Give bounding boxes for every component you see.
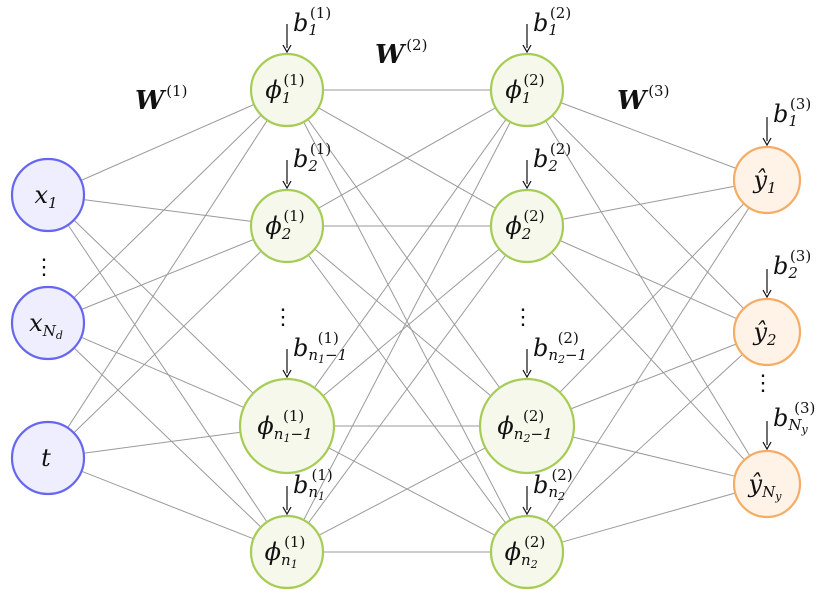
node-label-output-2: ŷNy bbox=[748, 470, 783, 504]
node-label-hidden2-0: ϕ1(2) bbox=[505, 71, 544, 107]
bias-label-hidden1-3: bn1(1) bbox=[293, 466, 333, 503]
node-output-1 bbox=[732, 297, 802, 367]
node-output-0 bbox=[732, 145, 802, 215]
node-hidden1-0 bbox=[249, 52, 325, 128]
bias-label-hidden2-2: bn2−1(2) bbox=[533, 329, 587, 366]
edge-hidden2-2-to-output-2 bbox=[572, 436, 736, 477]
node-output-2 bbox=[732, 449, 802, 519]
edge-input-0-to-hidden1-1 bbox=[83, 199, 252, 222]
node-label-hidden2-2: ϕn2−1(2) bbox=[497, 407, 552, 445]
node-input-0 bbox=[10, 157, 86, 233]
ellipsis-3: ⋮ bbox=[752, 371, 774, 396]
weight-label-2: W(2) bbox=[375, 36, 427, 70]
node-hidden2-3 bbox=[489, 514, 565, 590]
edge-hidden2-3-to-output-2 bbox=[561, 492, 736, 543]
edge-input-1-to-hidden1-3 bbox=[73, 347, 262, 528]
edge-input-1-to-hidden1-2 bbox=[80, 336, 244, 408]
bias-arrowhead-hidden2-0 bbox=[522, 44, 532, 54]
edge-hidden2-3-to-output-1 bbox=[553, 353, 744, 529]
node-label-output-1: ŷ2 bbox=[752, 318, 776, 350]
edge-hidden2-3-to-output-0 bbox=[546, 207, 750, 522]
node-hidden1-1 bbox=[249, 188, 325, 264]
edge-hidden1-3-to-hidden2-1 bbox=[307, 254, 507, 524]
ellipsis-0: ⋮ bbox=[33, 255, 55, 280]
edge-hidden1-2-to-hidden2-1 bbox=[322, 248, 500, 397]
bias-arrowhead-hidden2-1 bbox=[522, 180, 532, 190]
node-hidden1-2 bbox=[238, 377, 336, 475]
edge-input-2-to-hidden1-2 bbox=[83, 431, 241, 454]
node-label-input-2: t bbox=[41, 444, 51, 472]
edge-hidden2-1-to-output-0 bbox=[562, 185, 735, 220]
node-input-2 bbox=[10, 420, 86, 496]
bias-arrowhead-hidden1-2 bbox=[282, 369, 292, 379]
edge-hidden1-2-to-hidden2-3 bbox=[328, 447, 496, 536]
bias-arrowhead-hidden1-1 bbox=[282, 180, 292, 190]
edge-input-2-to-hidden1-1 bbox=[73, 250, 262, 434]
edge-input-0-to-hidden1-3 bbox=[67, 224, 268, 523]
bias-arrowhead-hidden1-0 bbox=[282, 44, 292, 54]
edge-hidden2-1-to-output-2 bbox=[551, 252, 745, 461]
node-labels: x1 xNd t ϕ1(1) ϕ2(1) ϕn1−1(1) ϕn1(1) ϕ1(2) ϕ2(2)… bbox=[29, 71, 782, 571]
edge-hidden1-1-to-hidden2-2 bbox=[314, 248, 492, 397]
bias-label-hidden1-0: b1(1) bbox=[293, 4, 331, 39]
connection-edges bbox=[67, 89, 751, 553]
edge-input-0-to-hidden1-2 bbox=[73, 219, 254, 394]
bias-arrowhead-hidden1-3 bbox=[282, 506, 292, 516]
bias-arrowhead-output-0 bbox=[762, 137, 772, 147]
network-nodes bbox=[10, 52, 802, 590]
bias-arrowhead-output-2 bbox=[762, 441, 772, 451]
ellipsis-2: ⋮ bbox=[512, 305, 534, 330]
edge-input-2-to-hidden1-3 bbox=[81, 470, 254, 540]
node-label-hidden1-1: ϕ2(1) bbox=[265, 207, 304, 243]
bias-label-output-1: b2(3) bbox=[773, 247, 811, 282]
edge-hidden2-0-to-output-1 bbox=[551, 115, 745, 309]
node-hidden1-3 bbox=[249, 514, 325, 590]
weight-label-1: W(1) bbox=[135, 82, 187, 116]
edge-hidden1-0-to-hidden2-2 bbox=[307, 119, 501, 389]
edge-input-1-to-hidden1-0 bbox=[73, 114, 262, 299]
node-label-hidden1-3: ϕn1(1) bbox=[265, 533, 306, 571]
node-label-hidden1-2: ϕn1−1(1) bbox=[257, 407, 312, 445]
ellipsis-1: ⋮ bbox=[272, 305, 294, 330]
edge-hidden2-2-to-output-1 bbox=[570, 343, 737, 410]
bias-arrowhead-hidden2-2 bbox=[522, 369, 532, 379]
edge-hidden1-2-to-hidden2-0 bbox=[313, 119, 507, 389]
node-label-output-0: ŷ1 bbox=[752, 166, 776, 198]
bias-arrowhead-output-1 bbox=[762, 289, 772, 299]
edge-hidden1-1-to-hidden2-0 bbox=[318, 107, 496, 209]
node-input-1 bbox=[10, 285, 86, 361]
node-label-input-0: x1 bbox=[34, 181, 57, 213]
node-label-hidden1-0: ϕ1(1) bbox=[265, 71, 304, 107]
annotations: b1(1) b2(1) bn1−1(1) bn1(1) b1(2) b2(2) bn2−1(… bbox=[33, 4, 815, 516]
node-hidden2-2 bbox=[478, 377, 576, 475]
bias-label-hidden2-1: b2(2) bbox=[533, 140, 571, 175]
node-hidden2-0 bbox=[489, 52, 565, 128]
node-label-hidden2-3: ϕn2(2) bbox=[505, 533, 546, 571]
weight-label-3: W(3) bbox=[617, 82, 669, 116]
edge-input-0-to-hidden1-0 bbox=[80, 104, 255, 181]
bias-arrowhead-hidden2-3 bbox=[522, 506, 532, 516]
edge-hidden2-0-to-output-0 bbox=[560, 102, 737, 169]
bias-label-hidden1-1: b2(1) bbox=[293, 140, 331, 175]
edge-hidden1-3-to-hidden2-2 bbox=[318, 447, 486, 536]
edge-hidden2-2-to-output-0 bbox=[559, 203, 745, 393]
bias-label-output-2: bNy(3) bbox=[773, 399, 815, 436]
bias-label-hidden2-0: b1(2) bbox=[533, 4, 571, 39]
node-label-hidden2-1: ϕ2(2) bbox=[505, 207, 544, 243]
edge-hidden2-0-to-output-2 bbox=[545, 120, 751, 457]
bias-label-hidden1-2: bn1−1(1) bbox=[293, 329, 347, 366]
node-hidden2-1 bbox=[489, 188, 565, 264]
bias-label-hidden2-3: bn2(2) bbox=[533, 466, 573, 503]
edge-input-2-to-hidden1-0 bbox=[67, 119, 268, 429]
edge-hidden1-3-to-hidden2-0 bbox=[303, 121, 511, 521]
node-label-input-1: xNd bbox=[29, 309, 63, 343]
bias-label-output-0: b1(3) bbox=[773, 95, 811, 130]
edge-hidden2-1-to-output-1 bbox=[559, 240, 738, 320]
